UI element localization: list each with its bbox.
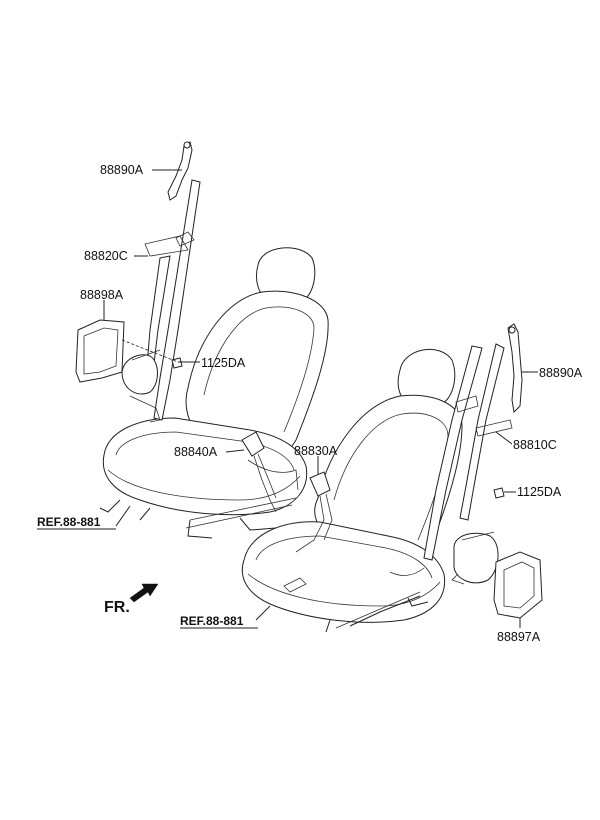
- label-88890a-left: 88890A: [100, 163, 144, 177]
- label-1125da-right: 1125DA: [517, 485, 562, 499]
- front-label: FR.: [104, 599, 130, 616]
- right-belt-assembly: [283, 323, 543, 619]
- front-arrow: [129, 583, 159, 603]
- leader-lines: [103, 169, 538, 628]
- label-88890a-right: 88890A: [539, 366, 583, 380]
- right-seat: [241, 349, 463, 633]
- label-88820c: 88820C: [84, 249, 128, 263]
- label-88810c: 88810C: [513, 438, 557, 452]
- label-88840a: 88840A: [174, 445, 218, 459]
- label-88897a: 88897A: [497, 630, 541, 644]
- left-belt-assembly: [75, 141, 277, 513]
- ref-label-left: REF.88-881: [37, 515, 101, 529]
- label-88830a: 88830A: [294, 444, 338, 458]
- ref-label-right: REF.88-881: [180, 614, 244, 628]
- label-88898a: 88898A: [80, 288, 124, 302]
- label-1125da-left: 1125DA: [201, 356, 246, 370]
